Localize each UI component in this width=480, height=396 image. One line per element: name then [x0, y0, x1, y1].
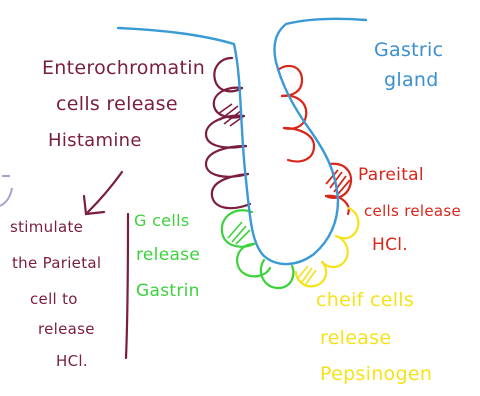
- stimulate-label-line5: HCl.: [56, 352, 88, 370]
- chief-label-line3: Pepsinogen: [320, 363, 432, 385]
- g-hatch: [228, 222, 250, 244]
- stimulate-label-line4: release: [38, 320, 95, 338]
- histamine-arrow: [84, 172, 122, 214]
- g-cells-label-line2: release: [136, 245, 200, 265]
- parietal-label-line2: cells release: [364, 202, 461, 220]
- chief-cells: [296, 208, 358, 286]
- parietal-label-line1: Pareital: [358, 165, 424, 185]
- entero-label-line3: Histamine: [48, 130, 142, 151]
- stimulate-label-line1: stimulate: [10, 218, 83, 236]
- chief-label-line2: release: [320, 327, 391, 349]
- stimulate-label-line2: the Parietal: [12, 254, 101, 272]
- chief-label-line1: cheif cells: [316, 289, 414, 311]
- gastric-label: Gastric: [374, 39, 443, 61]
- cursor-mark-icon: [0, 176, 12, 206]
- entero-label-line2: cells release: [56, 93, 178, 115]
- parietal-label-line3: HCl.: [372, 235, 408, 255]
- vertical-divider: [126, 214, 128, 358]
- gland-label: gland: [384, 69, 439, 91]
- enterochromaffin-cells: [206, 58, 250, 208]
- g-cells-label-line3: Gastrin: [136, 281, 200, 301]
- g-cells-label-line1: G cells: [134, 211, 189, 230]
- stimulate-label-line3: cell to: [30, 290, 78, 308]
- entero-label-line1: Enterochromatin: [42, 57, 205, 79]
